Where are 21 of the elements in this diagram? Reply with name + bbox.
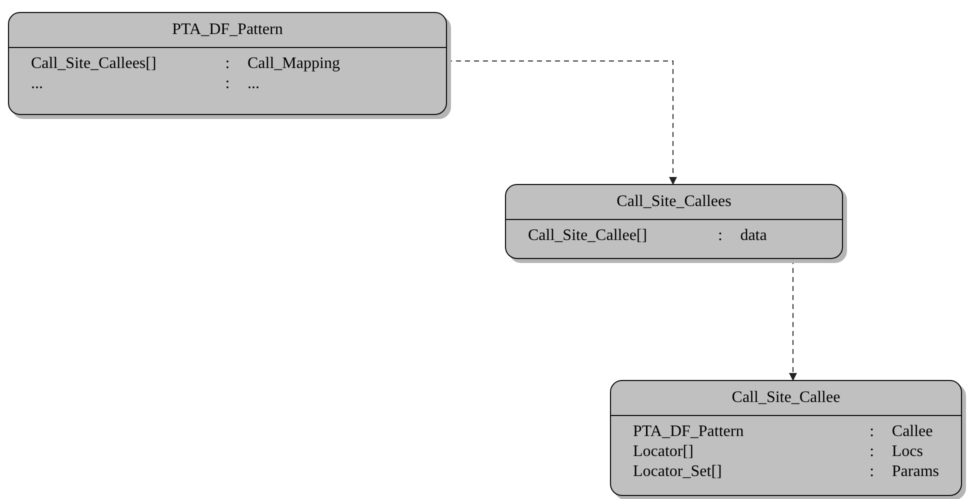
- field-type: Callee: [892, 422, 934, 442]
- separator: :: [716, 226, 724, 246]
- field-name: PTA_DF_Pattern: [633, 422, 745, 442]
- class-name: Call_Site_Callees: [616, 193, 732, 210]
- field-name: Locator_Set[]: [633, 462, 723, 482]
- separator: :: [868, 422, 876, 442]
- field-type: ...: [248, 74, 260, 94]
- field-name: ...: [31, 74, 44, 94]
- field-name: Locator[]: [633, 442, 694, 462]
- field-type: data: [740, 226, 768, 246]
- separator: :: [224, 54, 231, 74]
- field-name: Call_Site_Callees[]: [31, 54, 158, 74]
- field-type: Locs: [892, 442, 924, 462]
- field-name: Call_Site_Callee[]: [528, 226, 648, 246]
- class-name: Call_Site_Callee: [732, 389, 840, 406]
- separator: :: [868, 442, 876, 462]
- field-type: Params: [892, 462, 939, 482]
- separator: :: [868, 462, 876, 482]
- class-name: PTA_DF_Pattern: [172, 21, 283, 38]
- separator: :: [224, 74, 231, 94]
- field-type: Call_Mapping: [248, 54, 341, 74]
